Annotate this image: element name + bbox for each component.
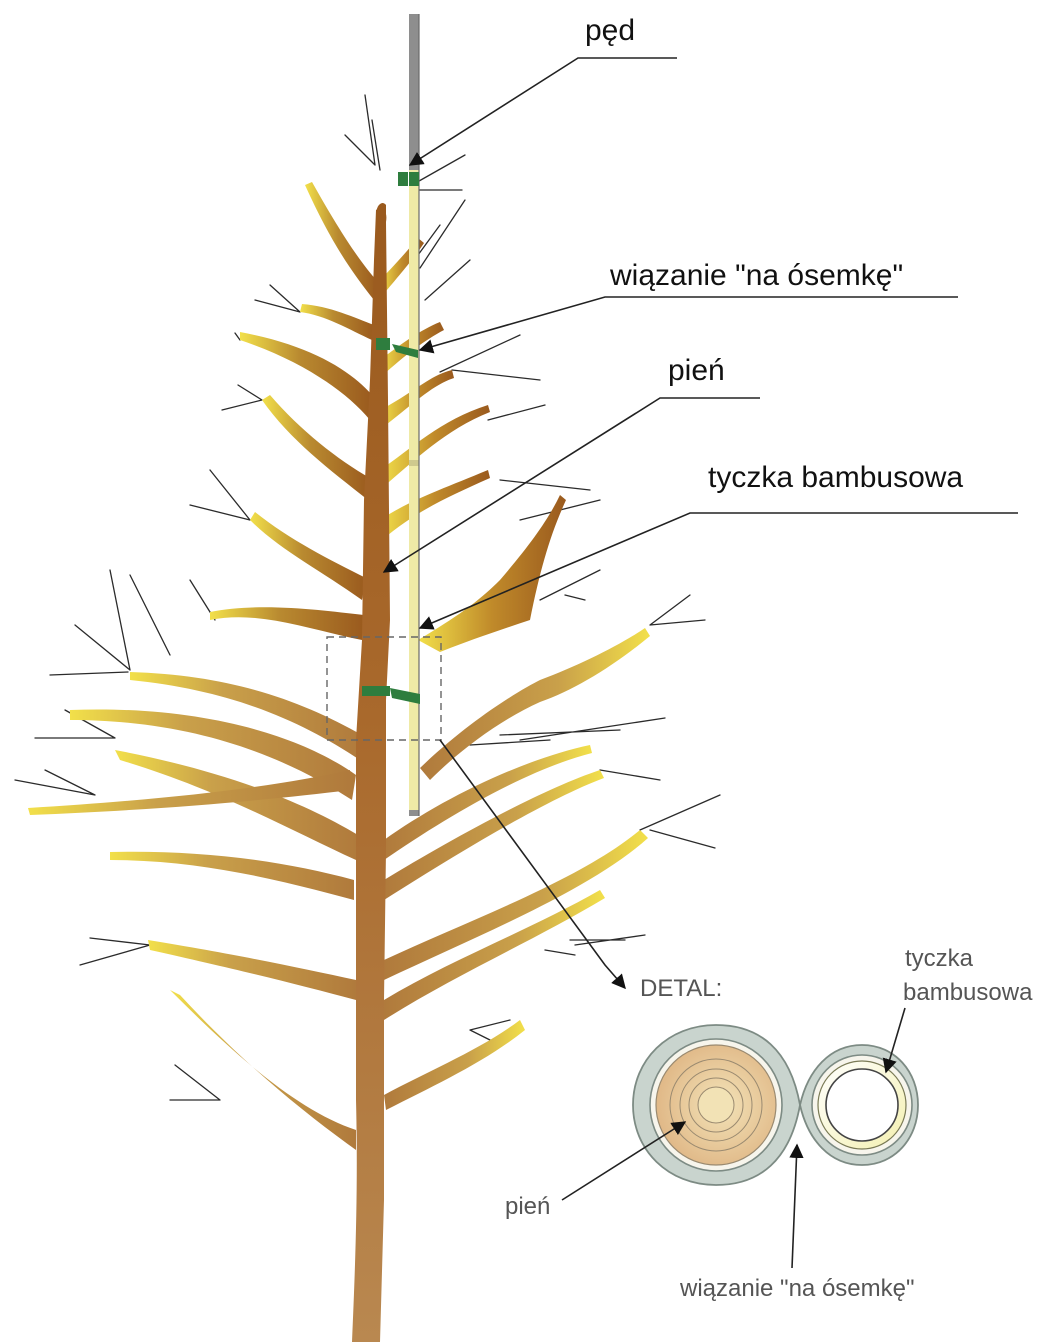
branch-right-lower-1 bbox=[384, 1020, 525, 1110]
labels-main: pęd wiązanie "na ósemkę" pień tyczka bam… bbox=[384, 14, 1018, 628]
label-stake: tyczka bambusowa bbox=[708, 461, 963, 494]
branch-lower-left-2 bbox=[170, 990, 356, 1150]
branch-lower-left-3 bbox=[110, 852, 354, 900]
branch-left-upper-5 bbox=[305, 182, 378, 300]
detail-section: DETAL: tyczka bambusowa pień wiązanie "n… bbox=[440, 740, 1033, 1302]
detail-title: DETAL: bbox=[640, 975, 722, 1002]
label-tie: wiązanie "na ósemkę" bbox=[609, 259, 903, 292]
detail-label-stake-line2: bambusowa bbox=[903, 979, 1033, 1006]
branch-right-lower-3 bbox=[384, 830, 648, 980]
branch-right-upper-2 bbox=[380, 405, 490, 488]
tie-top bbox=[398, 172, 419, 186]
branch-left-upper-6 bbox=[300, 304, 374, 340]
detail-trunk-section bbox=[650, 1039, 782, 1171]
branch-lower-left-1 bbox=[148, 940, 356, 1000]
branch-right-yellow-2 bbox=[418, 495, 566, 652]
trunk-top-shoot bbox=[376, 203, 386, 228]
branch-left-upper-2 bbox=[250, 512, 366, 600]
trunk bbox=[352, 208, 390, 1342]
branch-left-upper-4 bbox=[240, 332, 372, 420]
detail-stake-section bbox=[812, 1055, 912, 1155]
branch-left-upper-3 bbox=[262, 395, 370, 500]
detail-label-stake-line1: tyczka bbox=[905, 945, 974, 972]
detail-label-trunk: pień bbox=[505, 1193, 550, 1220]
label-shoot: pęd bbox=[585, 14, 635, 47]
label-trunk: pień bbox=[668, 354, 725, 387]
branch-right-yellow-1 bbox=[420, 628, 650, 780]
branch-right-upper-1 bbox=[380, 470, 490, 540]
detail-label-tie: wiązanie "na ósemkę" bbox=[679, 1275, 915, 1302]
branch-left-upper-1 bbox=[210, 607, 364, 640]
